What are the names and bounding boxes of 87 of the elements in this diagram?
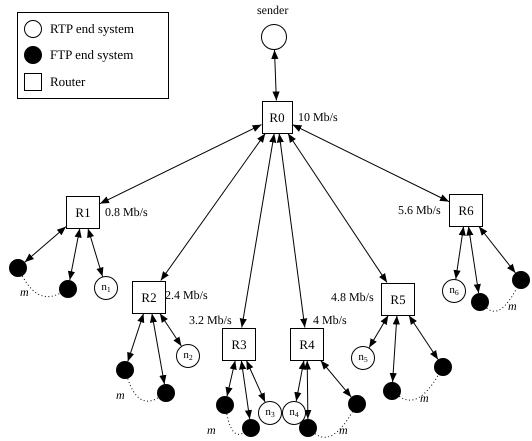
- arrow: [246, 360, 266, 403]
- legend-label: FTP end system: [50, 47, 134, 64]
- node-label: n$_{3}$: [265, 407, 275, 419]
- ftp-end-system-circle: [434, 358, 452, 376]
- arrow: [160, 133, 266, 281]
- arrow: [159, 313, 182, 346]
- node-label: R6: [458, 204, 474, 216]
- dotted-line: [226, 413, 244, 435]
- node-label: n$_{1}$: [101, 282, 111, 294]
- arrow: [478, 226, 516, 274]
- node-label: R0: [269, 110, 285, 124]
- arrow: [287, 133, 388, 283]
- edge-label: m: [420, 392, 429, 404]
- arrow: [320, 360, 352, 398]
- edge-label: m: [20, 286, 29, 298]
- link-rate-label: 4 Mb/s: [313, 314, 347, 326]
- router-box: [262, 100, 292, 134]
- rtp-end-system-circle: [282, 401, 306, 425]
- legend-label: Router: [50, 74, 86, 90]
- arrow: [408, 315, 439, 360]
- ftp-end-system-circle: [348, 395, 366, 413]
- arrow: [304, 360, 312, 420]
- arrow: [294, 360, 306, 402]
- edge-label: m: [116, 389, 125, 401]
- legend-label: RTP end system: [50, 21, 134, 38]
- edge-label: m: [207, 424, 216, 436]
- sender-circle: [261, 24, 287, 50]
- router-box: [381, 282, 415, 316]
- link-rate-label: 4.8 Mb/s: [331, 291, 374, 303]
- router-box: [449, 194, 483, 226]
- ftp-end-system-circle: [471, 293, 489, 311]
- arrow: [87, 228, 104, 278]
- arrow: [68, 228, 82, 281]
- rtp-end-system-circle: [351, 346, 375, 370]
- link-rate-label: 10 Mb/s: [298, 111, 338, 123]
- arrow: [239, 360, 252, 420]
- dotted-line: [314, 411, 353, 438]
- edge-label: m: [508, 300, 517, 312]
- node-label: R2: [141, 290, 157, 304]
- arrow: [226, 360, 237, 397]
- arrow: [100, 124, 262, 204]
- arrow: [271, 50, 280, 101]
- node-label: R4: [299, 338, 315, 350]
- arrow: [127, 313, 144, 362]
- router-box: [132, 280, 166, 314]
- ftp-end-system-circle: [157, 384, 175, 402]
- link-rate-label: 3.2 Mb/s: [189, 314, 232, 326]
- arrow: [276, 133, 308, 328]
- router-box: [66, 196, 100, 228]
- arrow: [24, 226, 66, 263]
- dotted-line: [398, 374, 439, 401]
- edge-label: m: [339, 424, 348, 436]
- node-label: R1: [75, 206, 91, 218]
- rtp-end-system-circle: [258, 401, 282, 425]
- ftp-end-system-circle: [116, 361, 134, 379]
- arrow: [240, 133, 276, 328]
- arrow: [390, 315, 400, 383]
- arrow: [466, 226, 481, 294]
- dotted-line: [127, 378, 159, 402]
- node-label: R5: [390, 292, 406, 306]
- node-label: n$_{2}$: [183, 350, 193, 362]
- rtp-end-system-circle: [94, 276, 118, 300]
- ftp-end-system-circle: [242, 419, 260, 437]
- link-rate-label: 5.6 Mb/s: [398, 204, 441, 216]
- ftp-end-system-circle: [216, 396, 234, 414]
- ftp-end-system-circle: [299, 419, 317, 437]
- node-label: n$_{6}$: [449, 285, 459, 297]
- ftp-end-system-circle: [59, 280, 77, 298]
- rtp-end-system-circle: [176, 344, 200, 368]
- router-box: [290, 328, 324, 360]
- ftp-end-system-circle: [383, 382, 401, 400]
- arrow: [292, 124, 450, 202]
- arrow: [454, 226, 466, 280]
- router-box: [222, 328, 256, 360]
- link-rate-label: 2.4 Mb/s: [165, 289, 208, 301]
- dotted-line: [486, 287, 518, 312]
- node-caption: sender: [257, 4, 288, 16]
- arrow: [368, 315, 389, 348]
- node-label: n$_{4}$: [289, 407, 299, 419]
- node-label: n$_{5}$: [358, 352, 368, 364]
- dotted-line: [22, 275, 61, 298]
- rtp-end-system-circle: [442, 279, 466, 303]
- ftp-end-system-circle: [512, 271, 530, 289]
- arrow: [150, 313, 166, 385]
- ftp-end-system-circle: [9, 259, 27, 277]
- link-rate-label: 0.8 Mb/s: [105, 206, 148, 218]
- node-label: R3: [231, 338, 247, 350]
